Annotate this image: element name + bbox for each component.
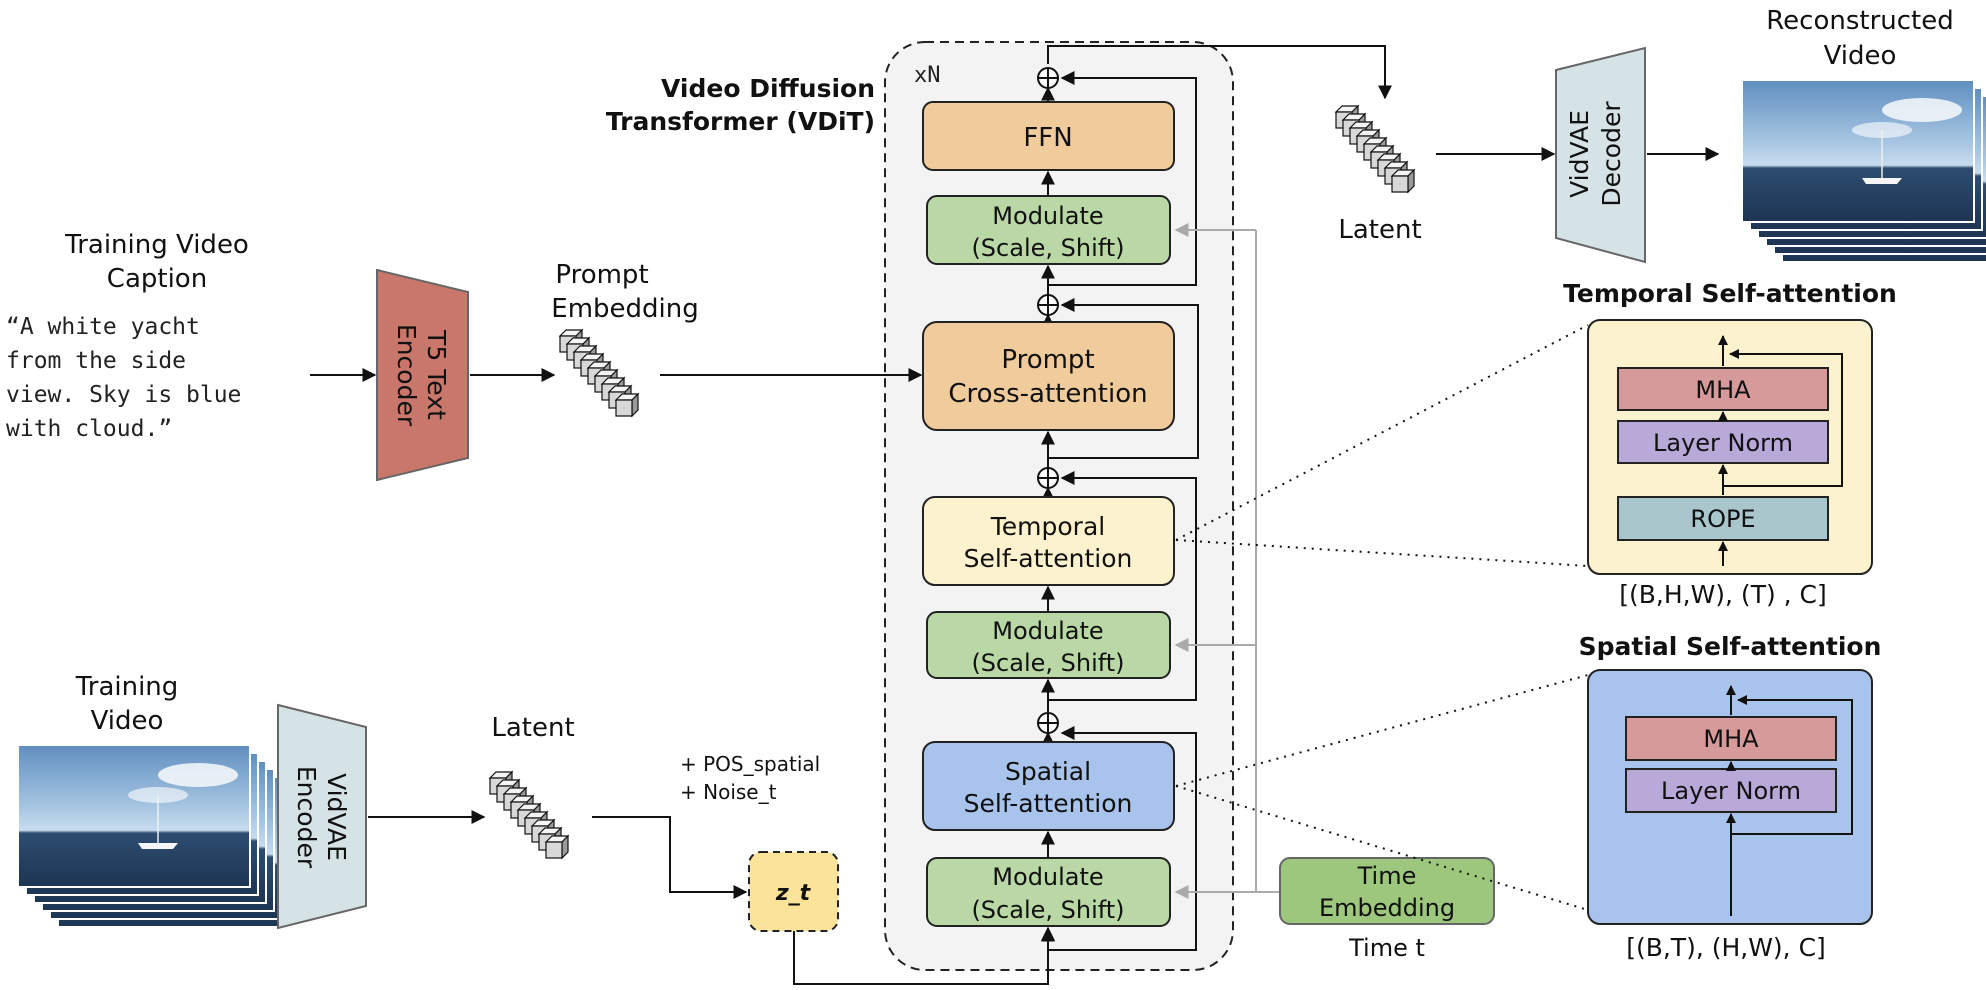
caption-text-line1: “A white yacht bbox=[6, 314, 200, 340]
noise-line1: + POS_spatial bbox=[680, 752, 820, 776]
decoder-line1: VidVAE bbox=[1565, 110, 1594, 198]
modulate-block-middle bbox=[926, 611, 1171, 679]
training-video-frames bbox=[17, 744, 291, 928]
modulate-top-line1: Modulate bbox=[992, 202, 1103, 230]
latent-bottom-cubes bbox=[489, 771, 569, 859]
modulate-mid-line1: Modulate bbox=[992, 617, 1103, 645]
prompt-ca-line1: Prompt bbox=[1001, 345, 1094, 375]
prompt-embedding-cubes bbox=[559, 329, 639, 417]
temporal-mha-label: MHA bbox=[1695, 376, 1751, 404]
temporal-layer-norm-label: Layer Norm bbox=[1653, 429, 1793, 457]
vidvae-decoder-block bbox=[1555, 46, 1646, 264]
vdit-title-line1: Video Diffusion bbox=[661, 74, 875, 103]
vdit-title-line2: Transformer (VDiT) bbox=[606, 107, 875, 136]
latent-cube bbox=[545, 835, 569, 859]
reconstructed-line2: Video bbox=[1824, 41, 1897, 71]
temporal-line2: Self-attention bbox=[964, 544, 1133, 573]
caption-text-line2: from the side bbox=[6, 348, 186, 374]
latent-bottom-label: Latent bbox=[491, 713, 574, 743]
vidvae-encoder-block bbox=[277, 703, 367, 930]
modulate-bot-line2: (Scale, Shift) bbox=[971, 896, 1124, 924]
reconstructed-line1: Reconstructed bbox=[1766, 6, 1953, 36]
caption-text-line3: view. Sky is blue bbox=[6, 382, 241, 408]
reconstructed-video-frames bbox=[1741, 79, 1986, 263]
modulate-bot-line1: Modulate bbox=[992, 863, 1103, 891]
decoder-line2: Decoder bbox=[1597, 101, 1626, 207]
spatial-layer-norm-label: Layer Norm bbox=[1661, 777, 1801, 805]
modulate-block-top bbox=[926, 195, 1171, 265]
prompt-embedding-line2: Embedding bbox=[551, 294, 698, 324]
latent-top-label: Latent bbox=[1338, 215, 1421, 245]
ffn-label: FFN bbox=[1023, 123, 1072, 153]
video-frame bbox=[17, 744, 251, 888]
spatial-mha-label: MHA bbox=[1703, 725, 1759, 753]
prompt-ca-line2: Cross-attention bbox=[948, 379, 1147, 409]
training-video-line2: Video bbox=[91, 706, 164, 736]
caption-title-line1: Training Video bbox=[64, 230, 249, 260]
time-embedding-line2: Embedding bbox=[1319, 894, 1455, 922]
time-embedding-block bbox=[1279, 857, 1495, 925]
zt-block bbox=[748, 851, 839, 932]
temporal-shape-label: [(B,H,W), (T) , C] bbox=[1619, 580, 1827, 609]
temporal-layer-norm-block bbox=[1617, 420, 1829, 464]
encoder-line1: VidVAE bbox=[322, 773, 351, 861]
modulate-mid-line2: (Scale, Shift) bbox=[971, 649, 1124, 677]
modulate-top-line2: (Scale, Shift) bbox=[971, 234, 1124, 262]
time-embedding-line1: Time bbox=[1357, 862, 1417, 890]
caption-title-line2: Caption bbox=[107, 264, 207, 294]
temporal-mha-block bbox=[1617, 367, 1829, 411]
temporal-rope-block bbox=[1617, 496, 1829, 541]
spatial-line1: Spatial bbox=[1005, 757, 1091, 786]
spatial-detail-title: Spatial Self-attention bbox=[1579, 632, 1882, 661]
spatial-self-attention-block bbox=[922, 741, 1175, 831]
repeat-label: xN bbox=[914, 63, 941, 88]
time-t-label: Time t bbox=[1348, 934, 1425, 962]
latent-cube bbox=[615, 393, 639, 417]
t5-line1: T5 Text bbox=[422, 329, 451, 420]
prompt-embedding-line1: Prompt bbox=[555, 260, 648, 290]
t5-encoder-block bbox=[376, 268, 469, 482]
temporal-rope-label: ROPE bbox=[1690, 505, 1755, 533]
prompt-cross-attention-block bbox=[922, 321, 1175, 431]
video-frame bbox=[1741, 79, 1975, 223]
spatial-line2: Self-attention bbox=[964, 789, 1133, 818]
t5-line2: Encoder bbox=[392, 324, 421, 427]
modulate-block-bottom bbox=[926, 857, 1171, 927]
latent-top-cubes bbox=[1335, 105, 1415, 193]
zt-label: z_t bbox=[775, 881, 812, 906]
temporal-line1: Temporal bbox=[990, 512, 1105, 541]
noise-line2: + Noise_t bbox=[680, 780, 777, 804]
temporal-self-attention-block bbox=[922, 496, 1175, 586]
spatial-mha-block bbox=[1625, 716, 1837, 761]
encoder-line2: Encoder bbox=[292, 766, 321, 869]
caption-text-line4: with cloud.” bbox=[6, 416, 172, 442]
ffn-block bbox=[922, 101, 1175, 171]
spatial-shape-label: [(B,T), (H,W), C] bbox=[1626, 933, 1826, 962]
temporal-detail-title: Temporal Self-attention bbox=[1563, 279, 1897, 308]
spatial-layer-norm-block bbox=[1625, 768, 1837, 813]
training-video-line1: Training bbox=[75, 672, 179, 702]
latent-cube bbox=[1391, 169, 1415, 193]
